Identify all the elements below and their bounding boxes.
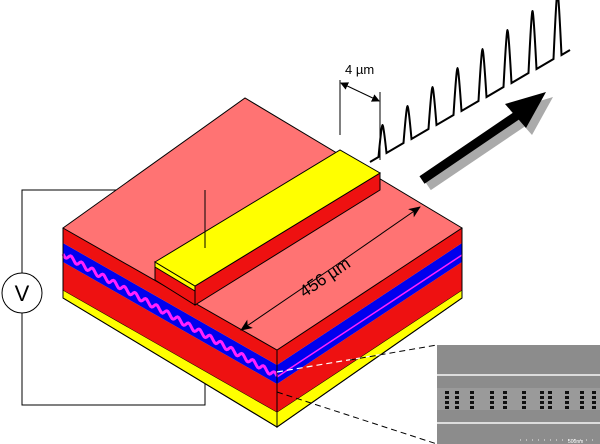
sem-hole xyxy=(455,401,459,404)
sem-hole xyxy=(548,391,552,394)
lower-cladding-right xyxy=(277,262,462,412)
sem-hole xyxy=(470,396,474,399)
sem-hole xyxy=(592,391,596,394)
cavity-length-arrow xyxy=(331,206,421,269)
sem-hole xyxy=(548,396,552,399)
sem-hole xyxy=(548,401,552,404)
emission-arrow-shadow xyxy=(425,112,533,191)
sem-micrograph: 500nm xyxy=(437,345,600,444)
sem-hole xyxy=(445,406,449,409)
sem-hole xyxy=(522,406,526,409)
sem-hole xyxy=(565,396,569,399)
sem-hole xyxy=(522,396,526,399)
cavity-length-arrow-back xyxy=(240,267,333,331)
sem-hole xyxy=(580,406,584,409)
pulse-train xyxy=(369,0,571,163)
sem-hole xyxy=(455,391,459,394)
sem-hole xyxy=(580,391,584,394)
grating-wave xyxy=(61,253,279,377)
circuit-wire-bottom xyxy=(21,313,206,406)
sem-hole xyxy=(490,396,494,399)
sem-hole xyxy=(592,396,596,399)
voltage-label: V xyxy=(15,281,30,306)
sem-hole xyxy=(540,391,544,394)
sem-hole xyxy=(490,401,494,404)
active-region-right xyxy=(277,243,462,384)
zoom-line-top-outer xyxy=(349,344,438,361)
sem-hole xyxy=(522,391,526,394)
sem-hole xyxy=(455,406,459,409)
sem-hole xyxy=(503,406,507,409)
emission-arrowhead xyxy=(505,92,546,128)
sem-hole xyxy=(490,391,494,394)
sem-hole xyxy=(580,401,584,404)
sem-hole xyxy=(565,401,569,404)
zoom-line-bottom xyxy=(276,391,438,444)
upper-cladding-right xyxy=(277,228,462,365)
sem-hole xyxy=(470,391,474,394)
grating-line-right xyxy=(276,254,463,378)
upper-cladding-left xyxy=(63,228,277,365)
top-contact xyxy=(154,149,381,287)
sem-hole xyxy=(503,391,507,394)
sem-hole xyxy=(445,401,449,404)
sem-hole xyxy=(445,391,449,394)
lower-cladding-left xyxy=(63,262,277,412)
sem-hole xyxy=(565,406,569,409)
sem-hole xyxy=(540,401,544,404)
sem-scale-label: 500nm xyxy=(568,439,583,444)
width-arrow-back xyxy=(359,91,380,102)
ridge-width-label: 4 µm xyxy=(345,62,374,77)
sem-hole xyxy=(503,401,507,404)
width-arrow xyxy=(340,82,361,93)
sem-hole xyxy=(592,406,596,409)
sem-hole xyxy=(490,406,494,409)
sem-hole xyxy=(592,401,596,404)
voltage-source-icon xyxy=(1,272,43,314)
sem-hole xyxy=(503,396,507,399)
sem-hole xyxy=(445,396,449,399)
sem-hole xyxy=(470,406,474,409)
sem-hole xyxy=(540,396,544,399)
sem-hole xyxy=(540,406,544,409)
sem-hole xyxy=(548,406,552,409)
sem-hole xyxy=(470,401,474,404)
emission-arrow xyxy=(419,108,525,184)
sem-hole xyxy=(580,396,584,399)
sem-hole xyxy=(522,401,526,404)
sem-hole xyxy=(455,396,459,399)
sem-hole xyxy=(565,391,569,394)
